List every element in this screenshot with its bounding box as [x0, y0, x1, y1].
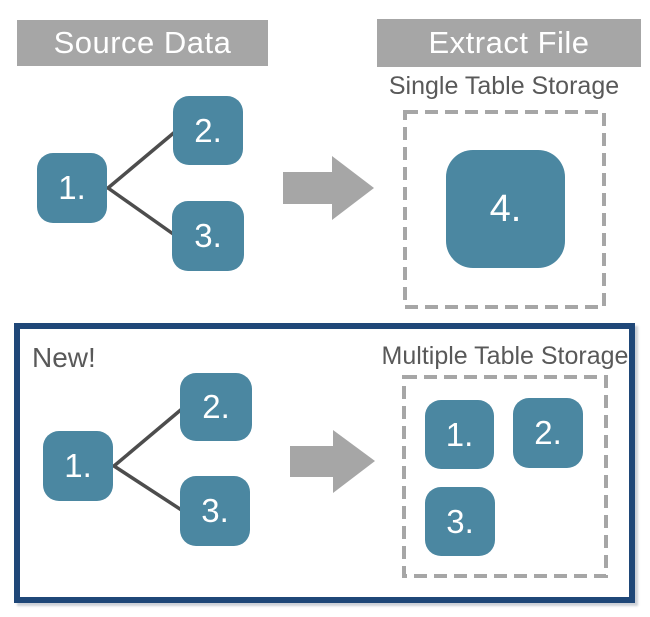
new-badge: New! — [32, 342, 96, 373]
source-node-1-bottom: 1. — [43, 431, 113, 501]
source-node-1: 1. — [37, 153, 107, 223]
source-data-header: Source Data — [17, 20, 268, 66]
source-node-3: 3. — [172, 201, 244, 271]
multiple-table-storage-label: Multiple Table Storage — [381, 342, 629, 370]
extract-node-3: 3. — [425, 487, 495, 556]
source-node-2: 2. — [173, 96, 243, 165]
connector-1-3 — [106, 186, 178, 238]
extract-file-header: Extract File — [377, 19, 641, 67]
single-table-storage-label: Single Table Storage — [388, 72, 620, 100]
flow-arrow-icon — [283, 156, 374, 220]
extract-node-1: 1. — [425, 400, 494, 469]
extract-node-2: 2. — [513, 398, 583, 468]
connector-1-2 — [106, 129, 178, 190]
source-node-2-bottom: 2. — [180, 373, 252, 441]
source-node-3-bottom: 3. — [180, 476, 250, 546]
extract-node-4: 4. — [446, 150, 565, 268]
